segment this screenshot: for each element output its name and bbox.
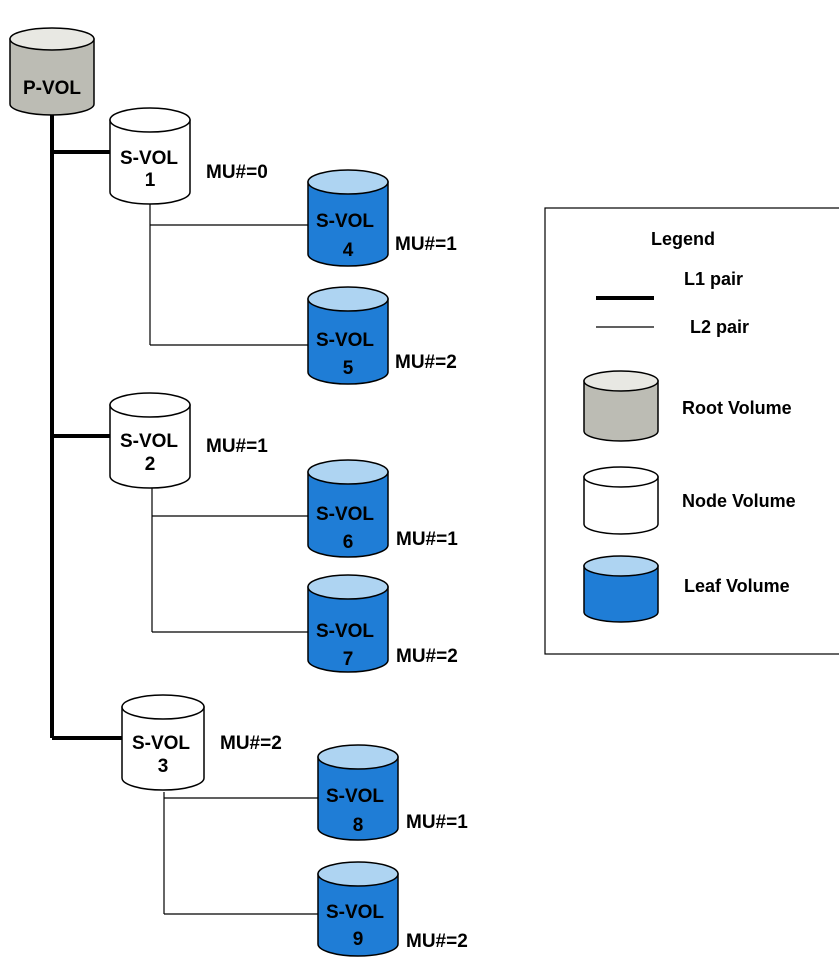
mu-label-svol-1: MU#=0: [206, 162, 268, 183]
leaf-cylinder-top: [317, 861, 399, 887]
mu-label-svol-2: MU#=1: [206, 436, 268, 457]
mu-label-svol-7: MU#=2: [396, 646, 458, 667]
leaf-volume-label: S-VOL: [316, 211, 374, 232]
mu-label-svol-6: MU#=1: [396, 529, 458, 550]
legend-node-cylinder-body: [583, 476, 659, 535]
legend-leaf-cylinder-body: [583, 565, 659, 623]
node-volume-label: S-VOL: [120, 148, 178, 169]
node-volume-svol-3: S-VOL 3: [121, 694, 205, 791]
leaf-volume-number: 8: [353, 815, 364, 836]
node-volume-number: 2: [145, 454, 156, 475]
leaf-volume-number: 6: [343, 532, 354, 553]
leaf-volume-svol-9: S-VOL 9: [317, 861, 399, 957]
node-cylinder-body: [109, 404, 191, 489]
legend-l2-pair-label: L2 pair: [690, 317, 749, 337]
node-cylinder-top: [121, 694, 205, 720]
leaf-cylinder-top: [317, 744, 399, 770]
leaf-volume-number: 5: [343, 358, 354, 379]
legend-root-volume-icon: [583, 370, 659, 442]
leaf-volume-svol-7: S-VOL 7: [307, 574, 389, 673]
leaf-cylinder-body: [307, 471, 389, 558]
leaf-volume-number: 4: [343, 240, 354, 261]
leaf-cylinder-body: [307, 181, 389, 267]
root-volume-pvol: P-VOL: [9, 27, 95, 116]
legend-node-volume-label: Node Volume: [682, 491, 796, 511]
node-volume-label: S-VOL: [120, 431, 178, 452]
leaf-volume-svol-6: S-VOL 6: [307, 459, 389, 558]
mu-label-svol-4: MU#=1: [395, 234, 457, 255]
leaf-volume-svol-4: S-VOL 4: [307, 169, 389, 267]
mu-label-svol-9: MU#=2: [406, 931, 468, 952]
legend-node-volume-icon: [583, 466, 659, 535]
legend-box: Legend L1 pair L2 pair Root Volume Node …: [544, 207, 839, 655]
legend-root-volume-label: Root Volume: [682, 398, 792, 418]
legend-root-cylinder-top: [583, 370, 659, 392]
leaf-volume-label: S-VOL: [326, 902, 384, 923]
legend-title: Legend: [651, 229, 715, 249]
leaf-cylinder-body: [317, 756, 399, 841]
node-cylinder-body: [121, 706, 205, 791]
leaf-volume-number: 9: [353, 929, 364, 950]
node-volume-number: 1: [145, 170, 156, 191]
leaf-volume-label: S-VOL: [316, 504, 374, 525]
node-cylinder-body: [109, 119, 191, 205]
root-cylinder-top: [9, 27, 95, 51]
node-volume-svol-1: S-VOL 1: [109, 107, 191, 205]
leaf-cylinder-body: [307, 298, 389, 385]
leaf-volume-number: 7: [343, 649, 354, 670]
node-volume-number: 3: [158, 756, 169, 777]
root-volume-label: P-VOL: [23, 78, 81, 99]
leaf-volume-label: S-VOL: [316, 330, 374, 351]
l2-pair-lines: [149, 204, 318, 915]
legend-l1-pair-label: L1 pair: [684, 269, 743, 289]
mu-label-svol-5: MU#=2: [395, 352, 457, 373]
leaf-cylinder-body: [307, 586, 389, 673]
legend-leaf-volume-label: Leaf Volume: [684, 576, 790, 596]
legend-node-cylinder-top: [583, 466, 659, 488]
legend-root-cylinder-body: [583, 380, 659, 442]
leaf-cylinder-body: [317, 873, 399, 957]
legend-leaf-cylinder-top: [583, 555, 659, 577]
l1-pair-lines: [50, 110, 122, 740]
leaf-volume-svol-8: S-VOL 8: [317, 744, 399, 841]
mu-label-svol-3: MU#=2: [220, 733, 282, 754]
leaf-volume-label: S-VOL: [326, 786, 384, 807]
node-cylinder-top: [109, 392, 191, 418]
node-volume-label: S-VOL: [132, 733, 190, 754]
root-cylinder-body: [9, 38, 95, 116]
leaf-cylinder-top: [307, 169, 389, 195]
mu-label-svol-8: MU#=1: [406, 812, 468, 833]
legend-leaf-volume-icon: [583, 555, 659, 623]
leaf-cylinder-top: [307, 286, 389, 312]
node-cylinder-top: [109, 107, 191, 133]
leaf-cylinder-top: [307, 574, 389, 600]
leaf-cylinder-top: [307, 459, 389, 485]
leaf-volume-label: S-VOL: [316, 621, 374, 642]
node-volume-svol-2: S-VOL 2: [109, 392, 191, 489]
leaf-volume-svol-5: S-VOL 5: [307, 286, 389, 385]
